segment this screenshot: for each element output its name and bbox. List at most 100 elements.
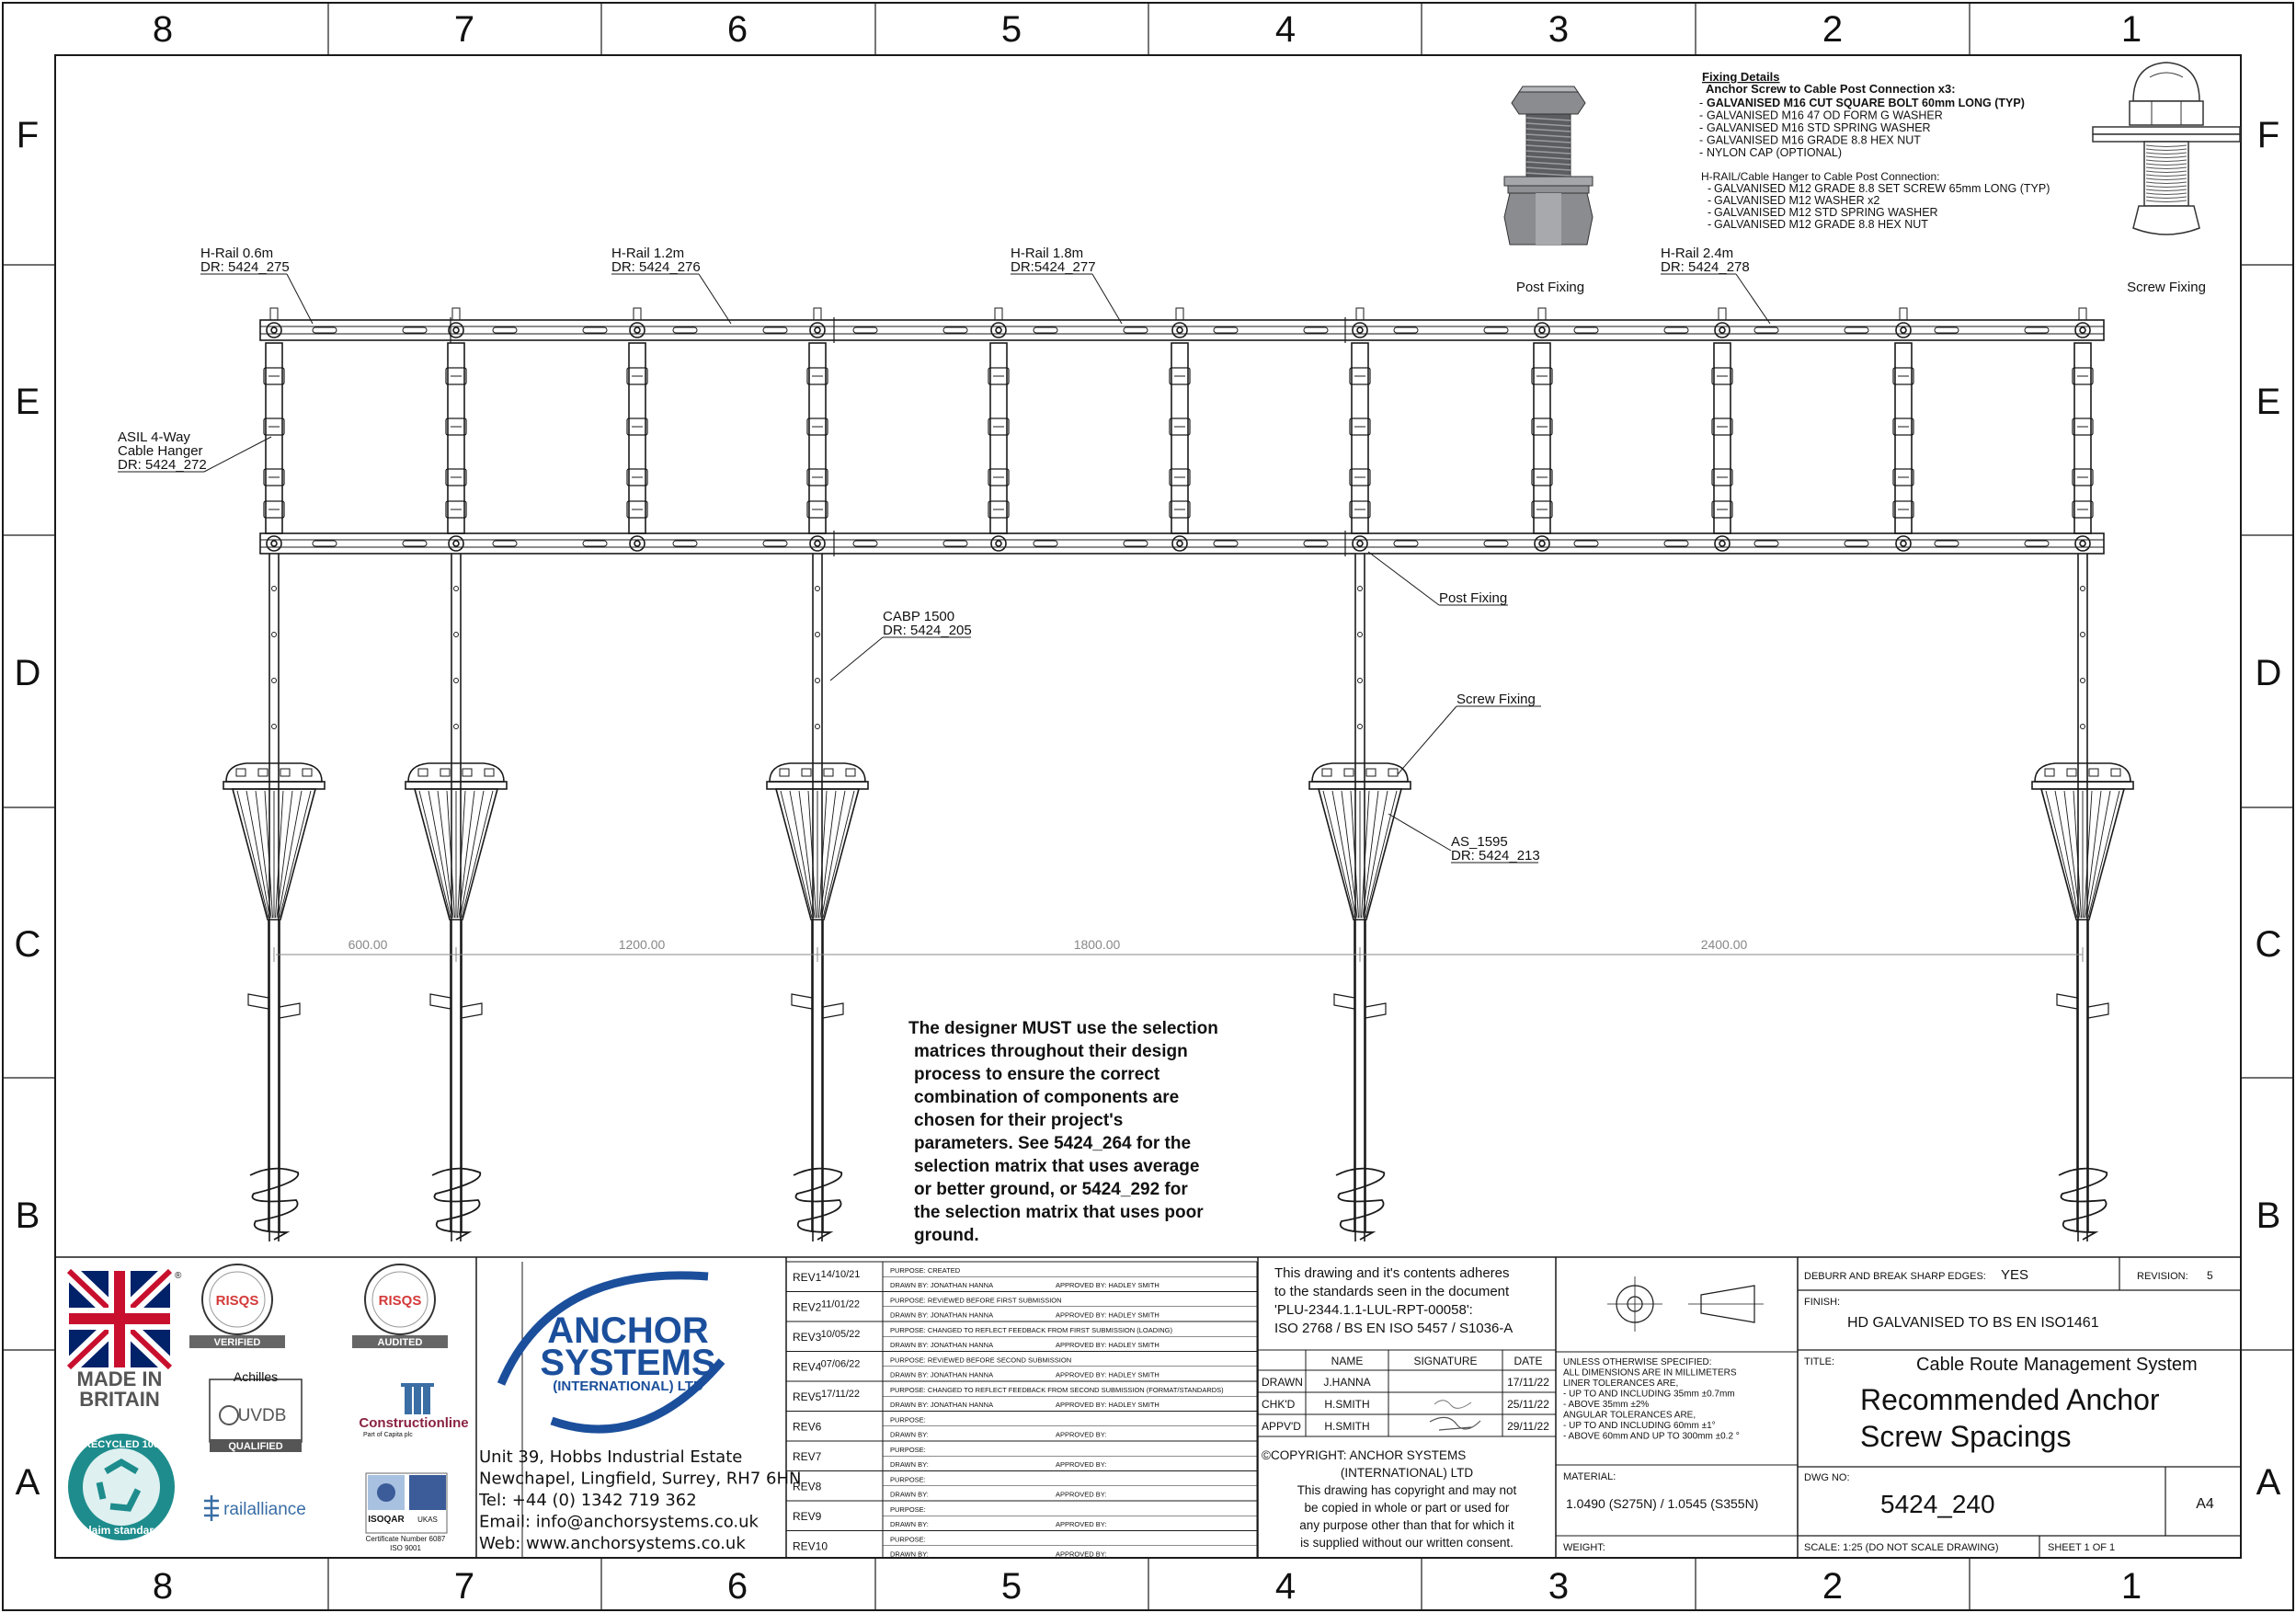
tolerance-line: UNLESS OTHERWISE SPECIFIED: [1563, 1357, 1712, 1367]
callout-hrail-18-line2: DR:5424_277 [1011, 259, 1096, 275]
bullet-dash: - [1708, 194, 1711, 207]
fixing-anchor-item: GALVANISED M16 47 OD FORM G WASHER [1707, 109, 1943, 122]
signoff-date: 17/11/22 [1507, 1376, 1549, 1389]
post-fixing-detail [1503, 86, 1593, 246]
company-swoosh-top [497, 1271, 709, 1386]
callout-hrail-12-line1: H-Rail 1.2m [611, 246, 684, 261]
callout-hanger-line1: ASIL 4-Way [118, 429, 190, 445]
note-line: The designer MUST use the selection [908, 1019, 1218, 1038]
rev-purpose: PURPOSE: CHANGED TO REFLECT FEEDBACK FRO… [890, 1326, 1172, 1334]
anchor-helix [793, 1167, 843, 1241]
constructionline-logo [401, 1383, 434, 1414]
anchor-helix [2058, 1167, 2108, 1241]
zone-row-left: E [16, 382, 40, 422]
signature [1434, 1400, 1472, 1409]
rev-number: REV5 [793, 1390, 822, 1403]
material-value: 1.0490 (S275N) / 1.0545 (S355N) [1566, 1496, 1758, 1511]
tolerance-line: - ABOVE 60mm AND UP TO 300mm ±0.2 ° [1563, 1432, 1740, 1442]
zone-column-top: 6 [727, 9, 748, 50]
rev-number: REV9 [793, 1510, 822, 1523]
britain-text: BRITAIN [79, 1388, 160, 1411]
fixing-hrail-item: GALVANISED M12 GRADE 8.8 HEX NUT [1714, 218, 1928, 231]
anchor-head [407, 762, 505, 783]
dimension-600: 600.00 [348, 937, 388, 952]
fixing-anchor-item: GALVANISED M16 GRADE 8.8 HEX NUT [1707, 134, 1921, 147]
signoff-date: 25/11/22 [1507, 1398, 1549, 1411]
standards-line: to the standards seen in the document [1274, 1284, 1510, 1299]
drawing-title-line2: Screw Spacings [1860, 1420, 2071, 1453]
rev-approved-by: APPROVED BY: [1056, 1431, 1106, 1439]
rev-number: REV8 [793, 1481, 822, 1493]
recycled-100-logo [68, 1434, 175, 1540]
bullet-dash: - [1699, 134, 1703, 147]
company-name-line1: ANCHOR [547, 1310, 709, 1351]
signature [1429, 1416, 1481, 1431]
tolerance-line: LINER TOLERANCES ARE, [1563, 1378, 1678, 1389]
tolerance-line: ALL DIMENSIONS ARE IN MILLIMETERS [1563, 1368, 1737, 1378]
callout-cabp-line2: DR: 5424_205 [883, 623, 972, 638]
copyright-line: is supplied without our written consent. [1300, 1536, 1514, 1550]
rev-drawn-by: DRAWN BY: [890, 1460, 929, 1469]
rev-approved-by: APPROVED BY: HADLEY SMITH [1056, 1281, 1159, 1289]
bullet-dash: - [1699, 97, 1703, 109]
rev-drawn-by: DRAWN BY: [890, 1431, 929, 1439]
company-address-line: Newchapel, Lingfield, Surrey, RH7 6HN [479, 1470, 801, 1489]
zone-column-bottom: 7 [454, 1566, 474, 1607]
dimension-1800: 1800.00 [1074, 937, 1121, 952]
standards-line: 'PLU-2344.1.1-LUL-RPT-00058': [1274, 1302, 1473, 1318]
anchor-screw-body [231, 788, 317, 921]
zone-column-top: 8 [153, 9, 173, 50]
rev-purpose: PURPOSE: [890, 1416, 926, 1424]
recycled-text: RECYCLED 100 [84, 1439, 159, 1450]
copyright-line: (INTERNATIONAL) LTD [1341, 1466, 1474, 1480]
cable-hanger [989, 342, 1008, 534]
isoqar-text: ISOQAR [368, 1515, 405, 1525]
bullet-dash: - [1699, 146, 1703, 159]
note-line: selection matrix that uses average [914, 1157, 1199, 1176]
rev-purpose: PURPOSE: [890, 1476, 926, 1484]
anchor-head [769, 762, 866, 783]
cable-hanger [808, 342, 827, 534]
fixing-details: Fixing Details Anchor Screw to Cable Pos… [1699, 70, 2050, 231]
signoff-name: J.HANNA [1323, 1376, 1370, 1389]
rev-purpose: PURPOSE: [890, 1536, 926, 1544]
dimension-1200: 1200.00 [619, 937, 666, 952]
signoff-header-signature: SIGNATURE [1413, 1355, 1477, 1367]
note-line: combination of components are [914, 1088, 1179, 1107]
signoff-header-date: DATE [1514, 1355, 1542, 1367]
rev-approved-by: APPROVED BY: HADLEY SMITH [1056, 1311, 1159, 1320]
rev-drawn-by: DRAWN BY: JONATHAN HANNA [890, 1371, 993, 1379]
zone-row-left: A [16, 1462, 40, 1503]
isoqar-logo [365, 1472, 448, 1534]
company-address-line: Web: www.anchorsystems.co.uk [479, 1534, 746, 1553]
railalliance-logo [204, 1495, 219, 1521]
zone-column-bottom: 5 [1001, 1566, 1022, 1607]
anchor-helix [431, 1167, 482, 1241]
company-swoosh-bottom [550, 1358, 725, 1434]
rev-number: REV3 [793, 1331, 822, 1344]
callout-hanger-line3: DR: 5424_272 [118, 457, 207, 473]
copyright-line: ©COPYRIGHT: ANCHOR SYSTEMS [1262, 1448, 1466, 1462]
rev-purpose: PURPOSE: CREATED [890, 1266, 961, 1275]
tolerance-line: ANGULAR TOLERANCES ARE, [1563, 1411, 1696, 1421]
callout-as1595-line1: AS_1595 [1451, 834, 1508, 850]
callout-hrail-18-line1: H-Rail 1.8m [1011, 246, 1083, 261]
zone-column-top: 3 [1548, 9, 1569, 50]
rev-number: REV7 [793, 1450, 822, 1463]
callouts: H-Rail 0.6m DR: 5424_275 H-Rail 1.2m DR:… [118, 246, 1771, 864]
copyright-line: any purpose other than that for which it [1299, 1518, 1514, 1532]
note-line: process to ensure the correct [914, 1065, 1160, 1084]
signoff-role: DRAWN [1262, 1376, 1303, 1389]
iso-9001: ISO 9001 [390, 1544, 421, 1552]
risqs-text: RISQS [379, 1293, 422, 1309]
dimension-2400: 2400.00 [1701, 937, 1748, 952]
cable-hanger [1894, 342, 1913, 534]
rev-date: 10/05/22 [821, 1329, 861, 1340]
rev-drawn-by: DRAWN BY: [890, 1550, 929, 1559]
deburr-value: YES [2001, 1267, 2028, 1283]
zone-column-top: 4 [1275, 9, 1296, 50]
zone-column-top: 5 [1001, 9, 1022, 50]
fixing-anchor-item: NYLON CAP (OPTIONAL) [1707, 146, 1842, 159]
